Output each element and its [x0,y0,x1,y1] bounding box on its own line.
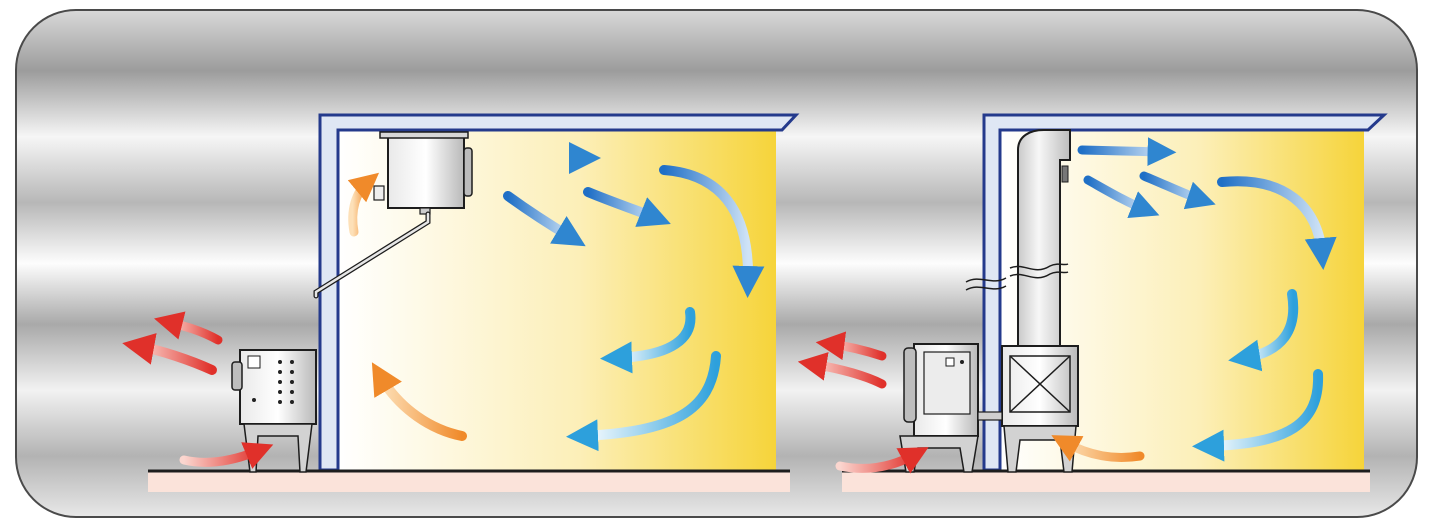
arrow-cool [1217,176,1337,270]
arrow-cool-return [1192,369,1324,462]
floor-unit-left [231,349,317,473]
arrow-cool [1083,175,1160,219]
arrow-warm [1051,435,1145,462]
arrow-cool [583,187,671,227]
left-panel [122,113,800,492]
wall-mounted-unit [373,131,473,215]
arrow-hot [122,333,217,375]
arrow-intake [835,447,929,474]
right-floor [842,470,1370,492]
arrow-cool [1077,137,1177,167]
arrow-hot [797,352,887,389]
arrow-cool-return [566,351,721,452]
right-airflow [797,137,1337,474]
arrow-cool [1139,171,1216,210]
arrow-cool [503,191,586,247]
floor-unit-right [899,343,1003,473]
arrow-intake [179,442,274,469]
arrow-cool-return [1228,289,1299,372]
right-panel [797,113,1388,492]
arrow-warm [371,362,467,441]
arrow-warm [347,172,380,237]
arrow-hot [815,331,887,361]
arrow-cool [659,165,765,298]
duct-column [965,129,1079,473]
left-airflow [122,141,765,469]
arrow-hot [154,311,223,345]
arrow-cool-return [600,307,696,374]
left-floor [148,470,790,492]
